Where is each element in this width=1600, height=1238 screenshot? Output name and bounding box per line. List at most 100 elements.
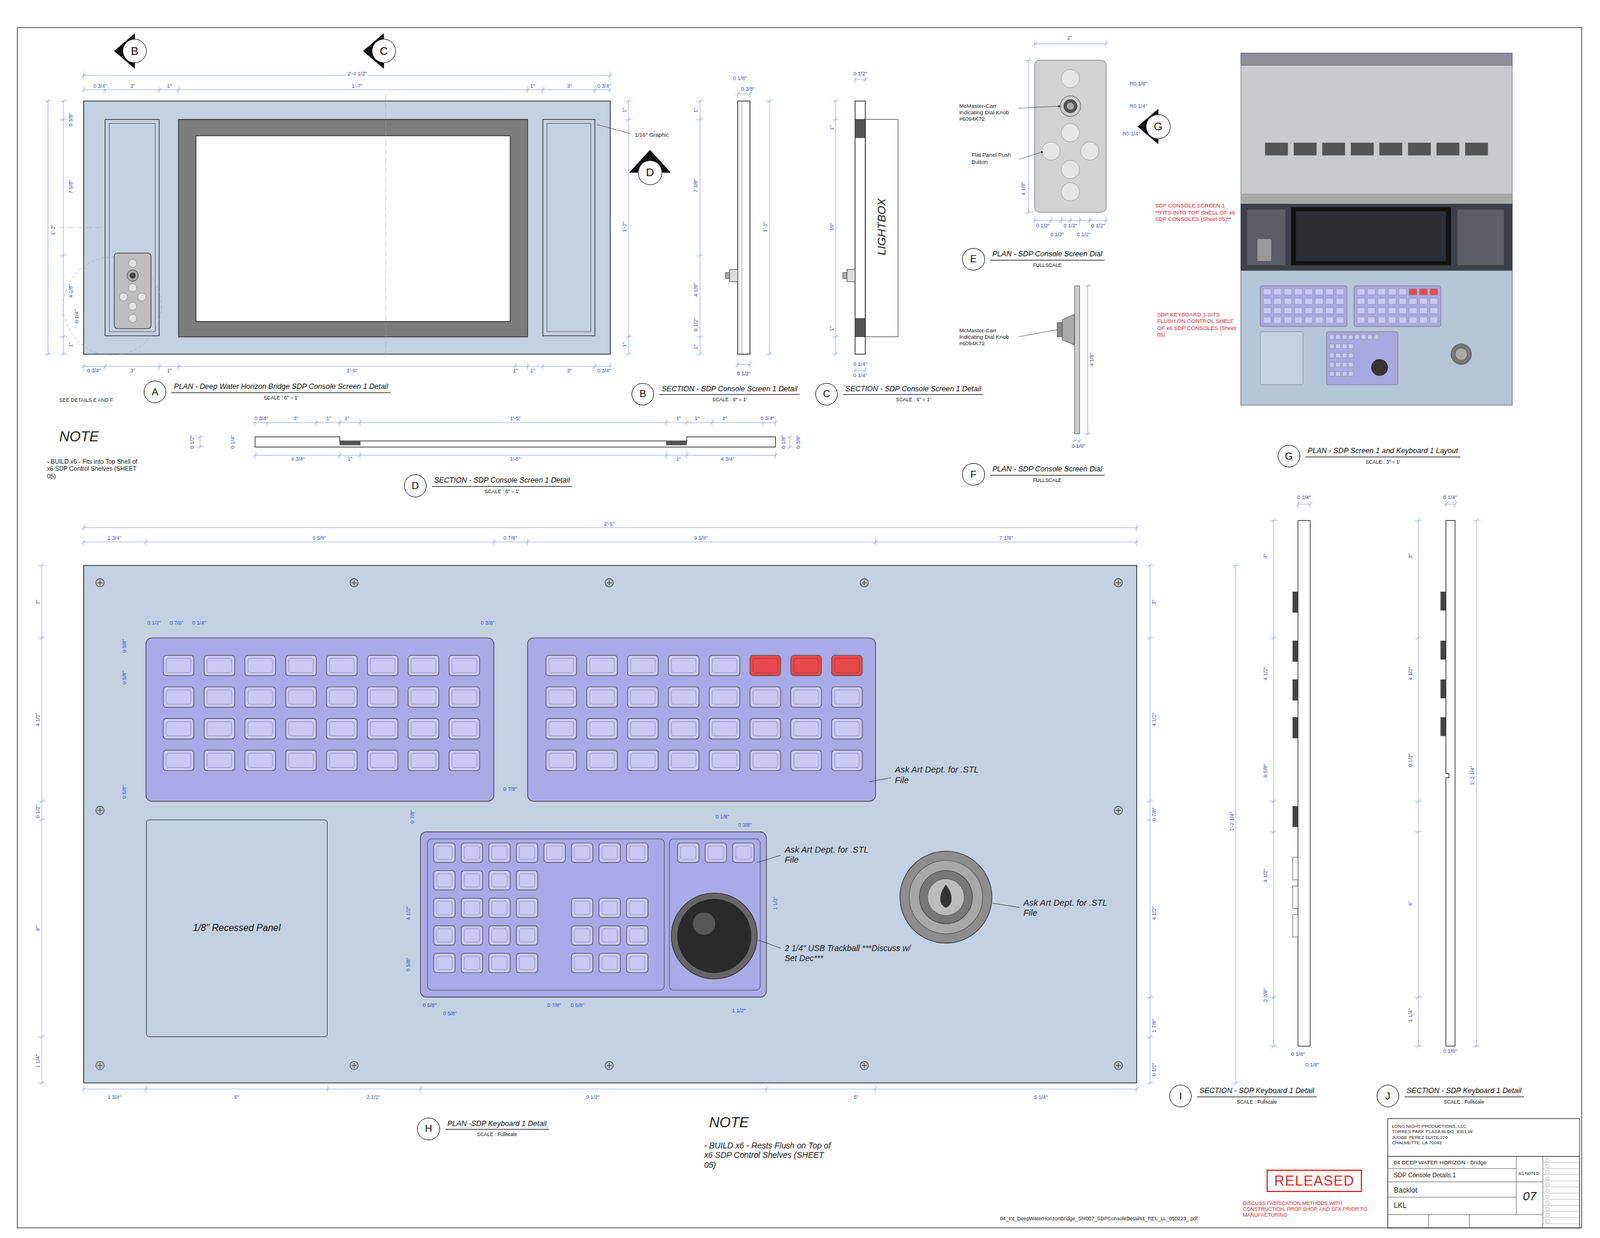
label-anchor: 1 1/4": [34, 1053, 42, 1070]
key-face: [671, 752, 697, 768]
extension-line: [37, 564, 46, 566]
label-anchor: 04 DEEP WATER HORIZON - Bridge: [1393, 1158, 1487, 1166]
view-title-text: SECTION - SDP Keyboard 1 Detail: [1197, 1086, 1317, 1097]
key-profile: [1293, 857, 1299, 880]
view-scale-text: FULLSCALE: [1032, 262, 1062, 269]
key: [1336, 316, 1344, 323]
extension-line: [785, 436, 795, 438]
label-anchor: 0 1/4": [852, 372, 869, 379]
title-text-group: SECTION - SDP Keyboard 1 DetailSCALE : F…: [1404, 1086, 1525, 1105]
key: [1419, 288, 1428, 295]
key-profile: [1293, 717, 1299, 739]
key: [1336, 307, 1344, 314]
key-face: [834, 658, 860, 673]
dimension-text: 1": [343, 415, 351, 422]
label-anchor: 0 1/2": [188, 433, 195, 450]
key: [627, 686, 659, 708]
dimension-text: 1'-2 1/4": [1228, 810, 1235, 833]
vent: [1379, 143, 1403, 156]
key: [245, 718, 276, 739]
dimension-text: 0 1/2": [692, 316, 700, 333]
leader-line: [758, 939, 781, 948]
screw-slot: [1118, 1062, 1119, 1069]
key-face: [549, 689, 574, 704]
screw: [349, 1060, 359, 1070]
view-title-text: PLAN - SDP Screen 1 and Keyboard 1 Layou…: [1305, 446, 1461, 458]
keypad: [1260, 285, 1347, 327]
keypad: [527, 637, 876, 802]
note-text: 04_Int_DeepWaterHorizonBridge_Sht007_SDP…: [1000, 1215, 1198, 1222]
key-face: [288, 658, 314, 673]
screw: [1114, 805, 1123, 815]
extension-line: [83, 523, 85, 532]
dimension-text: 0 5/8": [569, 1002, 586, 1009]
vent: [1265, 143, 1288, 156]
dimension-text: 2'-4 1/2": [346, 70, 369, 77]
label-anchor: LIGHTBOX: [874, 197, 889, 256]
extension-line: [624, 354, 633, 355]
label-anchor: 1/16" Graphic: [634, 131, 669, 138]
part-outline: [1336, 344, 1341, 349]
label-anchor: 0 3/4": [596, 367, 613, 374]
key: [488, 843, 511, 863]
key-face: [436, 956, 452, 970]
key: [1377, 288, 1386, 295]
key: [1284, 307, 1292, 314]
key: [1284, 288, 1292, 295]
dial-knob: [127, 269, 139, 282]
label-anchor: 1'-2 1/4": [1228, 810, 1235, 833]
key-face: [574, 845, 590, 860]
extension-line: [1414, 520, 1423, 521]
dimension-line: [1417, 520, 1419, 1046]
extension-line: [145, 1084, 147, 1093]
key: [705, 843, 727, 863]
lightbox-outline: [865, 119, 898, 337]
leader-line: [992, 903, 1020, 908]
screw: [1114, 578, 1123, 587]
key-face: [491, 845, 508, 860]
knob-pointer: [940, 884, 952, 908]
extension-line: [666, 451, 667, 460]
line: [1515, 1156, 1517, 1215]
label-anchor: 1": [828, 123, 835, 131]
view-title: PLAN - SDP Console Screen DialFULLSCALEF: [962, 463, 985, 486]
note-text: NOTE: [58, 428, 99, 446]
dimension-text: 0 1/4": [73, 308, 81, 325]
dimension-text: 1'-2": [50, 223, 57, 237]
view-title-text: SECTION - SDP Keyboard 1 Detail: [1404, 1086, 1525, 1097]
view-title: SECTION - SDP Console Screen 1 DetailSCA…: [815, 382, 838, 406]
part-outline: [1240, 193, 1513, 204]
extension-line: [831, 118, 841, 120]
part-outline: [855, 119, 866, 138]
extension-line: [58, 255, 68, 256]
key: [831, 686, 863, 708]
label-anchor: 0 1/2": [852, 70, 869, 77]
dimension-text: 1 1/2": [730, 1006, 747, 1014]
part-outline: [669, 838, 760, 990]
revision-box: [1545, 1188, 1549, 1192]
key-face: [411, 689, 436, 704]
title-text-group: SECTION - SDP Console Screen 1 DetailSCA…: [843, 384, 984, 403]
key: [571, 953, 593, 973]
key: [367, 655, 399, 676]
dimension-line: [83, 89, 611, 91]
label-anchor: R0 1/4": [1129, 103, 1147, 110]
label-anchor: 4 1/2": [1261, 867, 1269, 884]
key: [709, 686, 740, 708]
label-anchor: Ask Art Dept. for .STL File: [1023, 897, 1113, 919]
dimension-text: 0 5/8": [121, 637, 128, 654]
key: [1367, 288, 1375, 295]
key: [586, 655, 618, 676]
line: [741, 100, 743, 355]
key-face: [752, 752, 778, 768]
dial-knob: [1057, 322, 1063, 337]
dimension-text: 1": [828, 325, 835, 333]
key-face: [411, 658, 436, 673]
push-button: [128, 314, 137, 323]
label-anchor: AS NOTED: [1518, 1171, 1539, 1176]
dimension-text: 1'-7": [350, 82, 364, 89]
key: [709, 749, 740, 771]
dimension-text: 4 1/8": [1088, 351, 1096, 368]
extension-line: [1060, 216, 1062, 225]
